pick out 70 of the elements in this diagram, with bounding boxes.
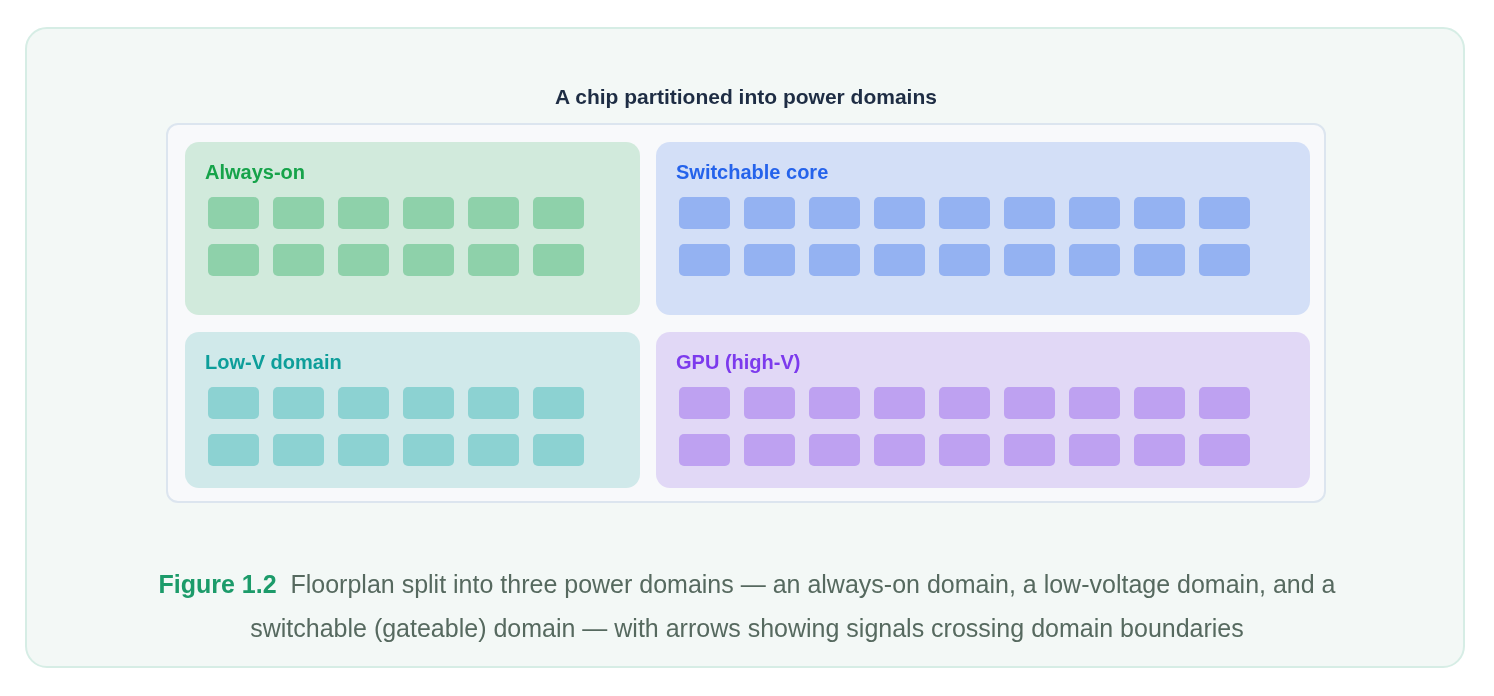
circuit-block (809, 244, 860, 276)
circuit-block (939, 244, 990, 276)
domain-label: GPU (high-V) (676, 351, 801, 374)
circuit-block (874, 244, 925, 276)
circuit-block (939, 197, 990, 229)
circuit-block (338, 434, 389, 466)
circuit-block (338, 244, 389, 276)
circuit-block (1134, 197, 1185, 229)
power-domain-panel (656, 332, 1310, 488)
circuit-block (533, 244, 584, 276)
circuit-block (1004, 244, 1055, 276)
circuit-block (468, 434, 519, 466)
circuit-block (468, 197, 519, 229)
circuit-block (1004, 434, 1055, 466)
circuit-block (468, 244, 519, 276)
circuit-block (1004, 387, 1055, 419)
circuit-block (403, 244, 454, 276)
circuit-block (939, 387, 990, 419)
circuit-block (208, 197, 259, 229)
circuit-block (679, 434, 730, 466)
chip-label: A chip partitioned into power domains (554, 85, 938, 109)
circuit-block (874, 197, 925, 229)
circuit-block (744, 434, 795, 466)
circuit-block (1069, 387, 1120, 419)
power-domain-panel (656, 142, 1310, 315)
circuit-block (1199, 434, 1250, 466)
circuit-block (744, 244, 795, 276)
domain-label: Switchable core (676, 161, 829, 184)
circuit-block (744, 197, 795, 229)
power-domain-panel (185, 142, 640, 315)
figure-caption: Figure 1.2 Floorplan split into three power domains — an always-on domain, a low-voltage domain, and a switchable (gateable) domain — with arrows showing signals crossing domain boundaries (157, 569, 1337, 644)
circuit-block (809, 197, 860, 229)
circuit-block (403, 387, 454, 419)
circuit-block (679, 197, 730, 229)
circuit-block (338, 387, 389, 419)
circuit-block (1199, 387, 1250, 419)
circuit-block (809, 387, 860, 419)
circuit-block (1069, 434, 1120, 466)
circuit-block (468, 387, 519, 419)
circuit-block (939, 434, 990, 466)
circuit-block (533, 387, 584, 419)
circuit-block (533, 434, 584, 466)
circuit-block (874, 434, 925, 466)
circuit-block (874, 387, 925, 419)
circuit-block (1134, 434, 1185, 466)
circuit-block (679, 244, 730, 276)
circuit-block (1199, 244, 1250, 276)
circuit-block (1134, 387, 1185, 419)
circuit-block (809, 434, 860, 466)
circuit-block (1069, 197, 1120, 229)
circuit-block (273, 434, 324, 466)
circuit-block (338, 197, 389, 229)
circuit-block (533, 197, 584, 229)
circuit-block (208, 387, 259, 419)
circuit-block (273, 387, 324, 419)
circuit-block (403, 434, 454, 466)
circuit-block (744, 387, 795, 419)
circuit-block (679, 387, 730, 419)
circuit-block (1069, 244, 1120, 276)
circuit-block (1004, 197, 1055, 229)
circuit-block (1199, 197, 1250, 229)
circuit-block (208, 434, 259, 466)
power-domain-panel (185, 332, 640, 488)
circuit-block (403, 197, 454, 229)
circuit-block (273, 244, 324, 276)
circuit-block (1134, 244, 1185, 276)
domain-label: Always-on (205, 161, 306, 184)
domain-label: Low-V domain (205, 351, 342, 374)
circuit-block (273, 197, 324, 229)
circuit-block (208, 244, 259, 276)
